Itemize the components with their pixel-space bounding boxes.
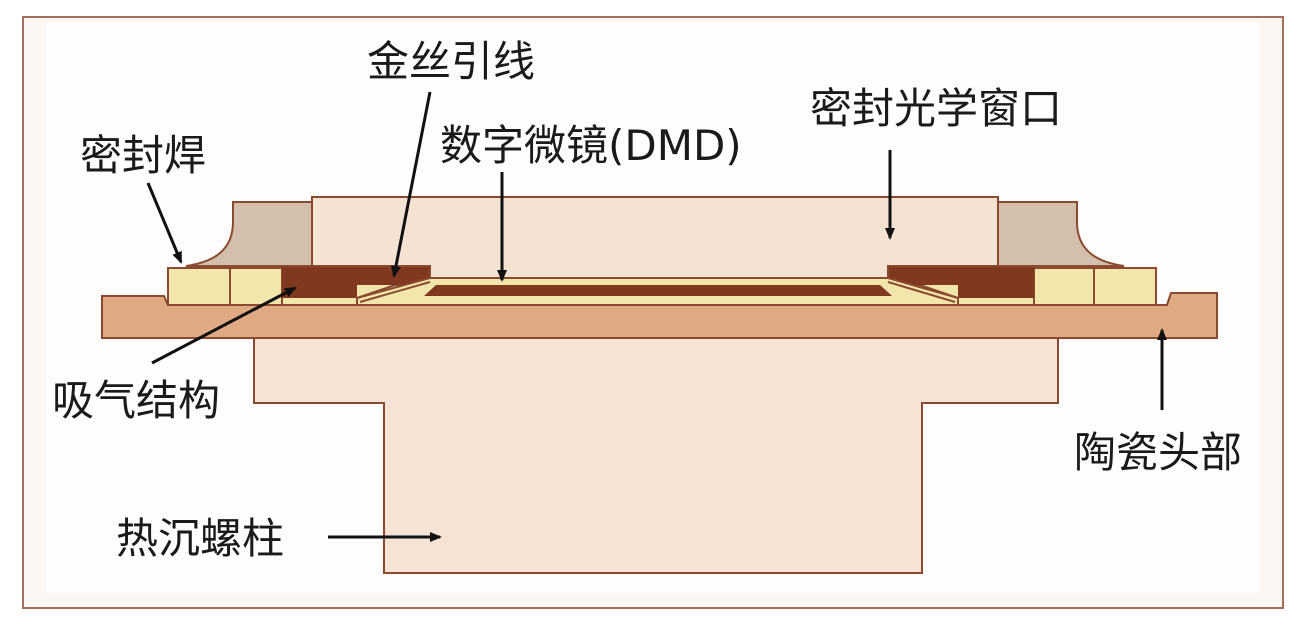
ceramic-head xyxy=(101,292,1218,339)
dmd-mirror-layer xyxy=(424,285,892,296)
gold-wire-left xyxy=(359,281,431,303)
label-gold-wire: 金丝引线 xyxy=(367,37,535,86)
label-optical-window: 密封光学窗口 xyxy=(810,84,1062,133)
seal-weld-block-right xyxy=(1093,267,1157,306)
label-ceramic-head: 陶瓷头部 xyxy=(1074,428,1242,477)
arrow-getter xyxy=(151,286,297,365)
label-heat-sink-stud: 热沉螺柱 xyxy=(116,514,284,563)
label-getter: 吸气结构 xyxy=(52,376,220,425)
seal-weld-block-left xyxy=(167,267,231,306)
seal-block-right xyxy=(997,201,1125,267)
dark-pad-left xyxy=(282,285,357,298)
dark-layer-left xyxy=(282,266,430,285)
label-dmd: 数字微镜(DMD) xyxy=(440,121,742,170)
arrow-gold-wire xyxy=(391,91,432,278)
gold-wire-right xyxy=(887,281,956,303)
arrow-seal-weld xyxy=(146,182,183,264)
dark-pad-right xyxy=(958,285,1034,298)
seal-weld-block-right-inner xyxy=(1033,267,1095,306)
dark-layer-right xyxy=(888,266,1034,285)
label-seal-weld: 密封焊 xyxy=(80,131,206,180)
optical-window xyxy=(311,196,999,279)
heat-sink-stud xyxy=(253,337,1059,574)
seal-block-left xyxy=(185,201,313,267)
